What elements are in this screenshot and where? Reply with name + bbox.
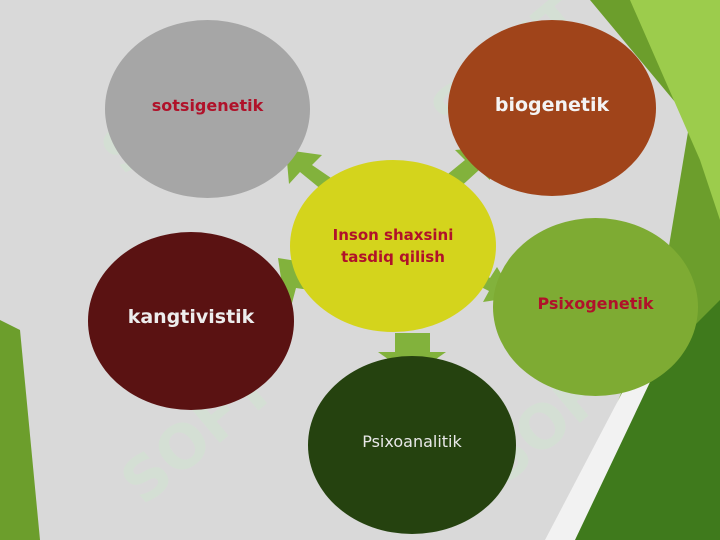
center-label-line1: Inson shaxsini — [332, 226, 454, 244]
bg-lightgreen-stripe — [630, 0, 720, 220]
node-label: sotsigenetik — [151, 95, 264, 115]
node-psixogenetik: Psixogenetik — [493, 218, 698, 396]
arrow-to-psixoanalitik — [378, 333, 446, 376]
node-center: Inson shaxsini tasdiq qilish — [290, 160, 496, 332]
node-label: kangtivistik — [127, 306, 255, 328]
node-kangtivistik: kangtivistik — [88, 232, 294, 410]
node-sotsigenetik: sotsigenetik — [105, 20, 310, 198]
node-biogenetik: biogenetik — [448, 20, 656, 196]
node-label: Psixoanalitik — [362, 431, 462, 451]
arrow-to-sotsigenetik — [286, 150, 334, 190]
node-psixoanalitik: Psixoanalitik — [308, 356, 516, 534]
center-label-line2: tasdiq qilish — [341, 248, 445, 266]
node-label: biogenetik — [494, 94, 610, 116]
bg-green-stripe-left — [0, 320, 40, 540]
node-label: Psixogenetik — [537, 293, 654, 313]
